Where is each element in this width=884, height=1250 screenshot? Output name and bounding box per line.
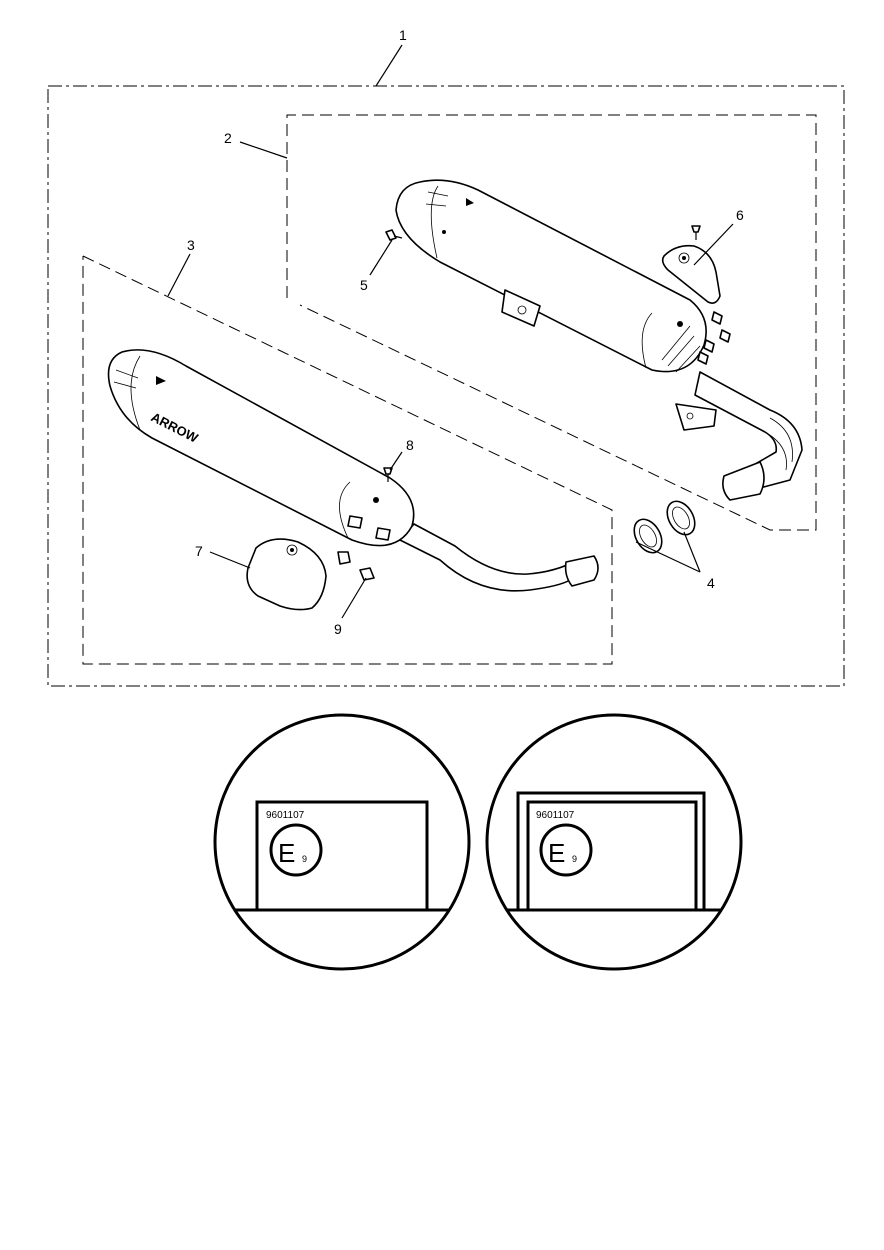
callout-8: 8 (406, 437, 414, 453)
leader-9 (341, 577, 367, 619)
heat-shield-7 (246, 538, 327, 611)
label-code-right: 9601107 (536, 810, 575, 821)
callout-4: 4 (707, 575, 715, 591)
leader-7 (209, 551, 251, 569)
gaskets-4 (633, 500, 696, 554)
nut-9b (359, 567, 375, 581)
leader-4a (635, 541, 701, 573)
callout-9: 9 (334, 621, 342, 637)
label-plate-left (255, 800, 429, 912)
callout-3: 3 (187, 237, 195, 253)
heat-shield-6 (661, 244, 721, 304)
label-plate-right-inner (526, 800, 698, 912)
screw-5 (385, 229, 403, 241)
leader-1 (375, 44, 403, 87)
upper-silencer-tip-marker (466, 198, 474, 206)
e-mark-number-left: 9 (302, 854, 307, 864)
kit-boundary-1 (47, 85, 845, 687)
leader-8 (389, 451, 403, 471)
label-detail-right: 9601107 E 9 (485, 713, 743, 971)
leader-5 (369, 239, 393, 276)
e-mark-circle-right (539, 823, 593, 877)
assembly-boundary-3 (82, 255, 613, 665)
e-mark-letter-left: E (278, 838, 295, 868)
assembly-boundary-2 (286, 114, 817, 531)
e-mark-letter-right: E (548, 838, 565, 868)
label-detail-left: 9601107 E 9 (213, 713, 471, 971)
e-mark-number-right: 9 (572, 854, 577, 864)
nut-9a (337, 551, 351, 565)
callout-2: 2 (224, 130, 232, 146)
callout-7: 7 (195, 543, 203, 559)
callout-5: 5 (360, 277, 368, 293)
leader-2 (239, 141, 288, 159)
lower-silencer-tip-marker (156, 376, 166, 385)
leader-3 (167, 253, 191, 297)
upper-silencer (395, 179, 803, 501)
e-mark-circle-left (269, 823, 323, 877)
heat-shield-6-bolt-hole (678, 252, 690, 264)
screw-6-area (691, 225, 701, 240)
label-code-left: 9601107 (266, 810, 305, 821)
leader-4b (683, 531, 701, 573)
leader-6 (693, 223, 734, 266)
callout-6: 6 (736, 207, 744, 223)
lower-silencer (107, 349, 599, 592)
callout-1: 1 (399, 27, 407, 43)
heat-shield-7-bolt-hole (286, 544, 298, 556)
